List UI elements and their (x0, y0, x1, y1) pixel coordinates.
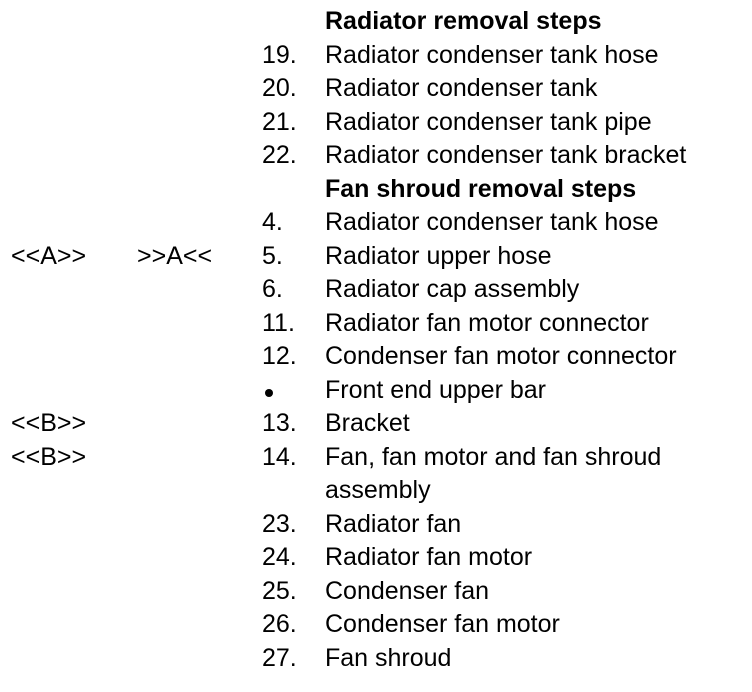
list-item: 19. Radiator condenser tank hose (0, 39, 752, 72)
item-text: Radiator fan motor (325, 543, 533, 571)
list-item: 26. Condenser fan motor (0, 608, 752, 641)
list-item: 21. Radiator condenser tank pipe (0, 106, 752, 139)
item-number: 5. (262, 241, 283, 270)
item-text: Condenser fan motor (325, 610, 560, 638)
item-text: Radiator condenser tank hose (325, 208, 659, 236)
section-heading: Radiator removal steps (0, 5, 752, 38)
list-item: 24. Radiator fan motor (0, 541, 752, 574)
item-number: 22. (262, 141, 297, 169)
reference-mark-left: <<A>> (11, 241, 87, 270)
reference-mark-right: >>A<< (137, 241, 213, 270)
list-item: 25. Condenser fan (0, 575, 752, 608)
list-item: 4. Radiator condenser tank hose (0, 206, 752, 239)
list-item: Front end upper bar (0, 374, 752, 407)
item-text: Bracket (325, 409, 410, 437)
item-text: Radiator condenser tank hose (325, 40, 659, 69)
item-number: 27. (262, 643, 297, 672)
item-number: 23. (262, 509, 297, 538)
list-item: 23. Radiator fan (0, 508, 752, 541)
list-item: <<A>> >>A<< 5. Radiator upper hose (0, 240, 752, 273)
item-number: 19. (262, 40, 297, 69)
item-text: Radiator upper hose (325, 241, 552, 270)
item-text: Radiator condenser tank bracket (325, 141, 687, 169)
item-number: 21. (262, 107, 297, 136)
list-item: assembly (0, 474, 752, 507)
item-text: Radiator condenser tank pipe (325, 107, 652, 136)
reference-mark-left: <<B>> (11, 442, 87, 471)
list-item: 12. Condenser fan motor connector (0, 340, 752, 373)
list-item: <<B>> 13. Bracket (0, 407, 752, 440)
list-item: <<B>> 14. Fan, fan motor and fan shroud (0, 441, 752, 474)
list-item: 11. Radiator fan motor connector (0, 307, 752, 340)
bullet-icon (265, 388, 273, 397)
item-number: 14. (262, 442, 297, 471)
item-text: assembly (325, 476, 431, 504)
reference-mark-left: <<B>> (11, 409, 87, 437)
item-number: 20. (262, 74, 297, 102)
item-text: Radiator fan (325, 509, 462, 538)
item-text: Front end upper bar (325, 375, 546, 404)
item-number: 6. (262, 275, 283, 303)
item-text: Radiator cap assembly (325, 275, 580, 303)
list-item: 20. Radiator condenser tank (0, 72, 752, 105)
item-number: 26. (262, 610, 297, 638)
item-text: Condenser fan motor connector (325, 342, 677, 370)
list-item: 22. Radiator condenser tank bracket (0, 139, 752, 172)
item-text: Radiator fan motor connector (325, 308, 649, 337)
heading-text: Fan shroud removal steps (325, 174, 637, 203)
item-number: 12. (262, 342, 297, 370)
item-number: 11. (262, 308, 295, 337)
item-number: 25. (262, 576, 297, 605)
item-text: Radiator condenser tank (325, 74, 598, 102)
item-number: 24. (262, 543, 297, 571)
item-text: Fan shroud (325, 643, 452, 672)
item-text: Condenser fan (325, 576, 490, 605)
list-item: 27. Fan shroud (0, 642, 752, 675)
item-number: 4. (262, 208, 283, 236)
section-heading: Fan shroud removal steps (0, 173, 752, 206)
item-number: 13. (262, 409, 297, 437)
list-item: 6. Radiator cap assembly (0, 273, 752, 306)
item-text: Fan, fan motor and fan shroud (325, 442, 662, 471)
heading-text: Radiator removal steps (325, 7, 602, 35)
